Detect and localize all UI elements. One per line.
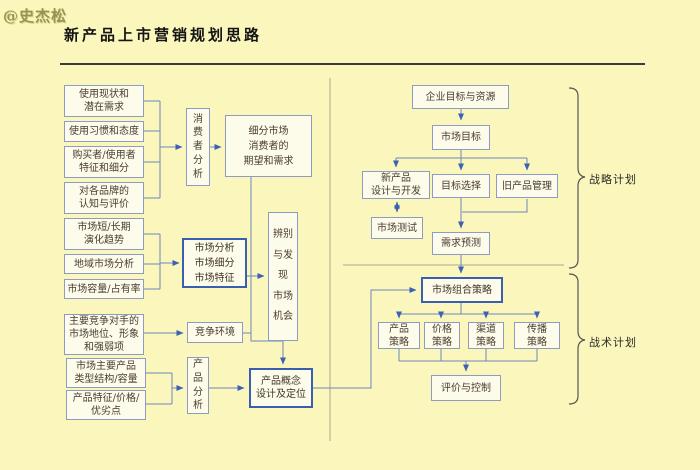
node-usage-status: 使用现状和 潜在需求	[64, 85, 144, 117]
node-usage-habits: 使用习惯和态度	[64, 121, 144, 142]
node-demand-forecast: 需求预测	[432, 232, 490, 255]
node-marketing-mix: 市场组合策略	[421, 277, 503, 303]
tactical-plan-label: 战术计划	[589, 336, 637, 349]
node-communication-strategy: 传播 策略	[514, 322, 560, 349]
node-segment-needs: 细分市场 消费者的 期望和需求	[225, 115, 312, 177]
node-market-capacity: 市场容量/占有率	[64, 279, 144, 299]
strategic-brace	[568, 87, 586, 269]
node-product-analysis: 产 品 分 析	[187, 357, 209, 414]
node-market-test: 市场测试	[371, 217, 423, 239]
market-goals-branch	[396, 150, 527, 159]
node-main-products: 市场主要产品 类型结构/容量	[66, 358, 146, 388]
node-target-selection: 目标选择	[432, 174, 490, 198]
node-competitive-env: 竞争环境	[187, 322, 243, 343]
node-consumer-analysis: 消 费 者 分 析	[186, 108, 210, 186]
node-npd: 新产品 设计与开发	[362, 171, 430, 199]
node-price-strategy: 价格 策略	[424, 322, 460, 349]
node-product-strategy: 产品 策略	[378, 322, 420, 349]
market-collector	[144, 233, 161, 290]
node-market-analysis: 市场分析 市场细分 市场特征	[182, 238, 247, 288]
title-underline	[60, 63, 645, 65]
node-corporate-goals: 企业目标与资源	[412, 85, 509, 109]
consumer-collector	[144, 100, 161, 199]
node-old-product-mgmt: 旧产品管理	[496, 174, 558, 198]
product-collector	[146, 372, 173, 405]
mix-branch	[399, 303, 537, 315]
node-evaluation-control: 评价与控制	[431, 375, 501, 401]
strategic-plan-label: 战略计划	[589, 173, 637, 186]
strategy-collector	[398, 349, 538, 362]
node-identify-opportunity: 辨别 与发 现 市场 机会	[268, 212, 298, 341]
page-title: 新产品上市营销规划思路	[64, 26, 263, 44]
node-market-goals: 市场目标	[432, 125, 490, 150]
node-buyer-traits: 购买者/使用者 特征和细分	[64, 146, 144, 178]
node-brand-perception: 对各品牌的 认知与评价	[64, 182, 144, 214]
node-competitors: 主要竞争对手的 市场地位、形象 和强弱项	[64, 314, 144, 355]
node-concept-positioning: 产品概念 设计及定位	[249, 368, 313, 408]
node-product-features: 产品特征/价格/ 优劣点	[66, 390, 146, 420]
watermark: @史杰松	[3, 7, 68, 25]
node-regional-market: 地域市场分析	[64, 254, 144, 274]
tactical-brace	[568, 273, 586, 405]
node-channel-strategy: 渠道 策略	[468, 322, 504, 349]
node-market-trend: 市场短/长期 演化趋势	[64, 218, 144, 250]
old-product-join	[462, 199, 528, 213]
